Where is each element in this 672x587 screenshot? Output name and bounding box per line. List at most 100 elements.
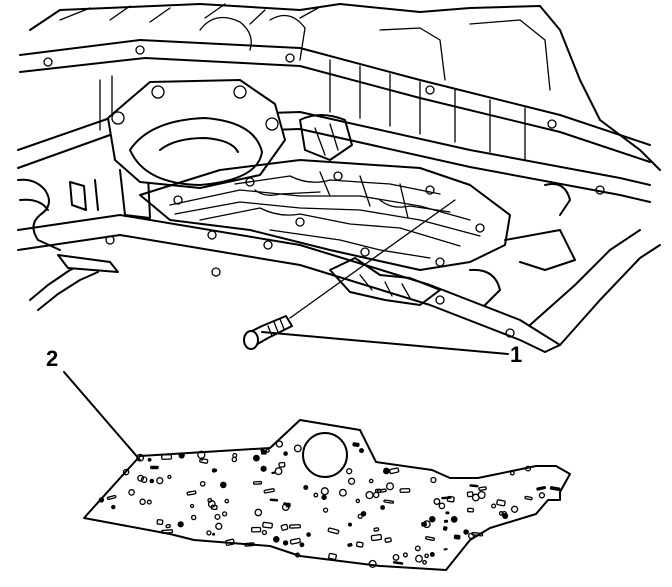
plate-hole (278, 461, 286, 468)
plate-hole (186, 490, 197, 496)
transmission-case (17, 3, 661, 353)
plate-hole (161, 454, 173, 460)
plate-hole (399, 487, 411, 494)
plate-hole (402, 552, 408, 558)
plate-hole (509, 470, 515, 476)
plate-hole (471, 531, 484, 537)
callout-2-leader (63, 371, 141, 461)
plate-hole (189, 503, 195, 509)
plate-hole (321, 494, 327, 500)
valve-body-bolt (243, 199, 456, 350)
plate-hole (221, 511, 228, 517)
plate-hole (293, 444, 302, 453)
plate-hole (282, 540, 289, 546)
plate-hole (254, 508, 263, 517)
plate-hole (177, 521, 184, 528)
plate-hole (429, 516, 436, 523)
plate-hole (288, 524, 302, 529)
plate-hole (156, 477, 164, 485)
plate-hole (355, 498, 361, 504)
plate-hole (167, 474, 172, 480)
plate-hole (265, 448, 270, 453)
plate-hole (137, 474, 145, 482)
plate-hole (538, 492, 546, 499)
plate-hole (178, 452, 185, 459)
plate-hole (373, 527, 380, 532)
plate-hole (280, 523, 289, 531)
plate-hole (357, 513, 363, 520)
plate-hole (213, 468, 218, 473)
plate-hole (252, 480, 263, 485)
plate-hole (384, 537, 392, 543)
plate-hole (147, 457, 152, 462)
plate-hole (199, 457, 209, 464)
plate-hole (355, 541, 364, 548)
plate-hole (467, 532, 475, 540)
plate-hole (215, 522, 223, 530)
plate-hole (414, 545, 421, 552)
plate-holes (98, 440, 561, 568)
plate-hole (295, 552, 301, 558)
plate-hole (424, 553, 429, 559)
plate-hole (510, 505, 519, 513)
plate-hole (433, 498, 441, 505)
plate-hole (289, 537, 301, 545)
plate-hole (313, 492, 319, 498)
plate-hole (524, 495, 533, 501)
plate-hole (383, 467, 390, 475)
plate-hole (498, 510, 504, 516)
plate-hole (392, 561, 404, 565)
plate-hole (207, 497, 213, 503)
plate-hole (320, 487, 329, 496)
callout-label-2: 2 (46, 346, 59, 371)
plate-hole (438, 502, 446, 510)
plate-hole (525, 465, 532, 472)
plate-hole (260, 465, 267, 472)
plate-hole (161, 529, 174, 534)
plate-hole (491, 503, 497, 509)
plate-hole (385, 482, 395, 491)
plate-hole (150, 465, 159, 470)
plate-hole (536, 486, 546, 491)
plate-hole (368, 559, 377, 568)
plate-hole (283, 451, 288, 456)
plate-hole (348, 522, 352, 527)
plate-hole (352, 442, 360, 447)
plate-hole (139, 498, 146, 506)
plate-hole (466, 491, 474, 498)
plate-hole (299, 542, 305, 548)
plate-hole (466, 507, 475, 513)
plate-hole (106, 494, 117, 501)
plate-hole (273, 536, 280, 543)
plate-hole (220, 481, 227, 489)
callout-label-1: 1 (510, 342, 523, 367)
plate-hole (389, 467, 400, 475)
plate-hole (450, 516, 458, 523)
plate-hole (392, 553, 400, 561)
plate-hole (429, 552, 435, 557)
plate-hole (306, 532, 311, 537)
plate-hole (376, 488, 387, 494)
plate-hole (214, 513, 221, 520)
plate-hole (140, 476, 148, 484)
plate-hole (303, 485, 309, 490)
plate-hole (156, 519, 164, 526)
plate-hole (424, 536, 435, 541)
plate-hole (111, 504, 116, 510)
plate-hole (327, 527, 340, 535)
plate-hole (149, 478, 155, 484)
accumulator-cover (107, 79, 353, 189)
plate-hole (422, 520, 431, 529)
plate-hole (383, 499, 395, 504)
plate-hole (374, 488, 382, 494)
plate-hole (328, 552, 337, 561)
plate-hole (443, 519, 449, 523)
plate-hole (430, 476, 437, 484)
plate-hole (469, 484, 479, 488)
plate-hole (281, 503, 290, 512)
plate-hole (275, 440, 284, 448)
plate-hole (453, 534, 461, 540)
plate-hole (98, 497, 105, 503)
plate-hole (244, 542, 255, 547)
